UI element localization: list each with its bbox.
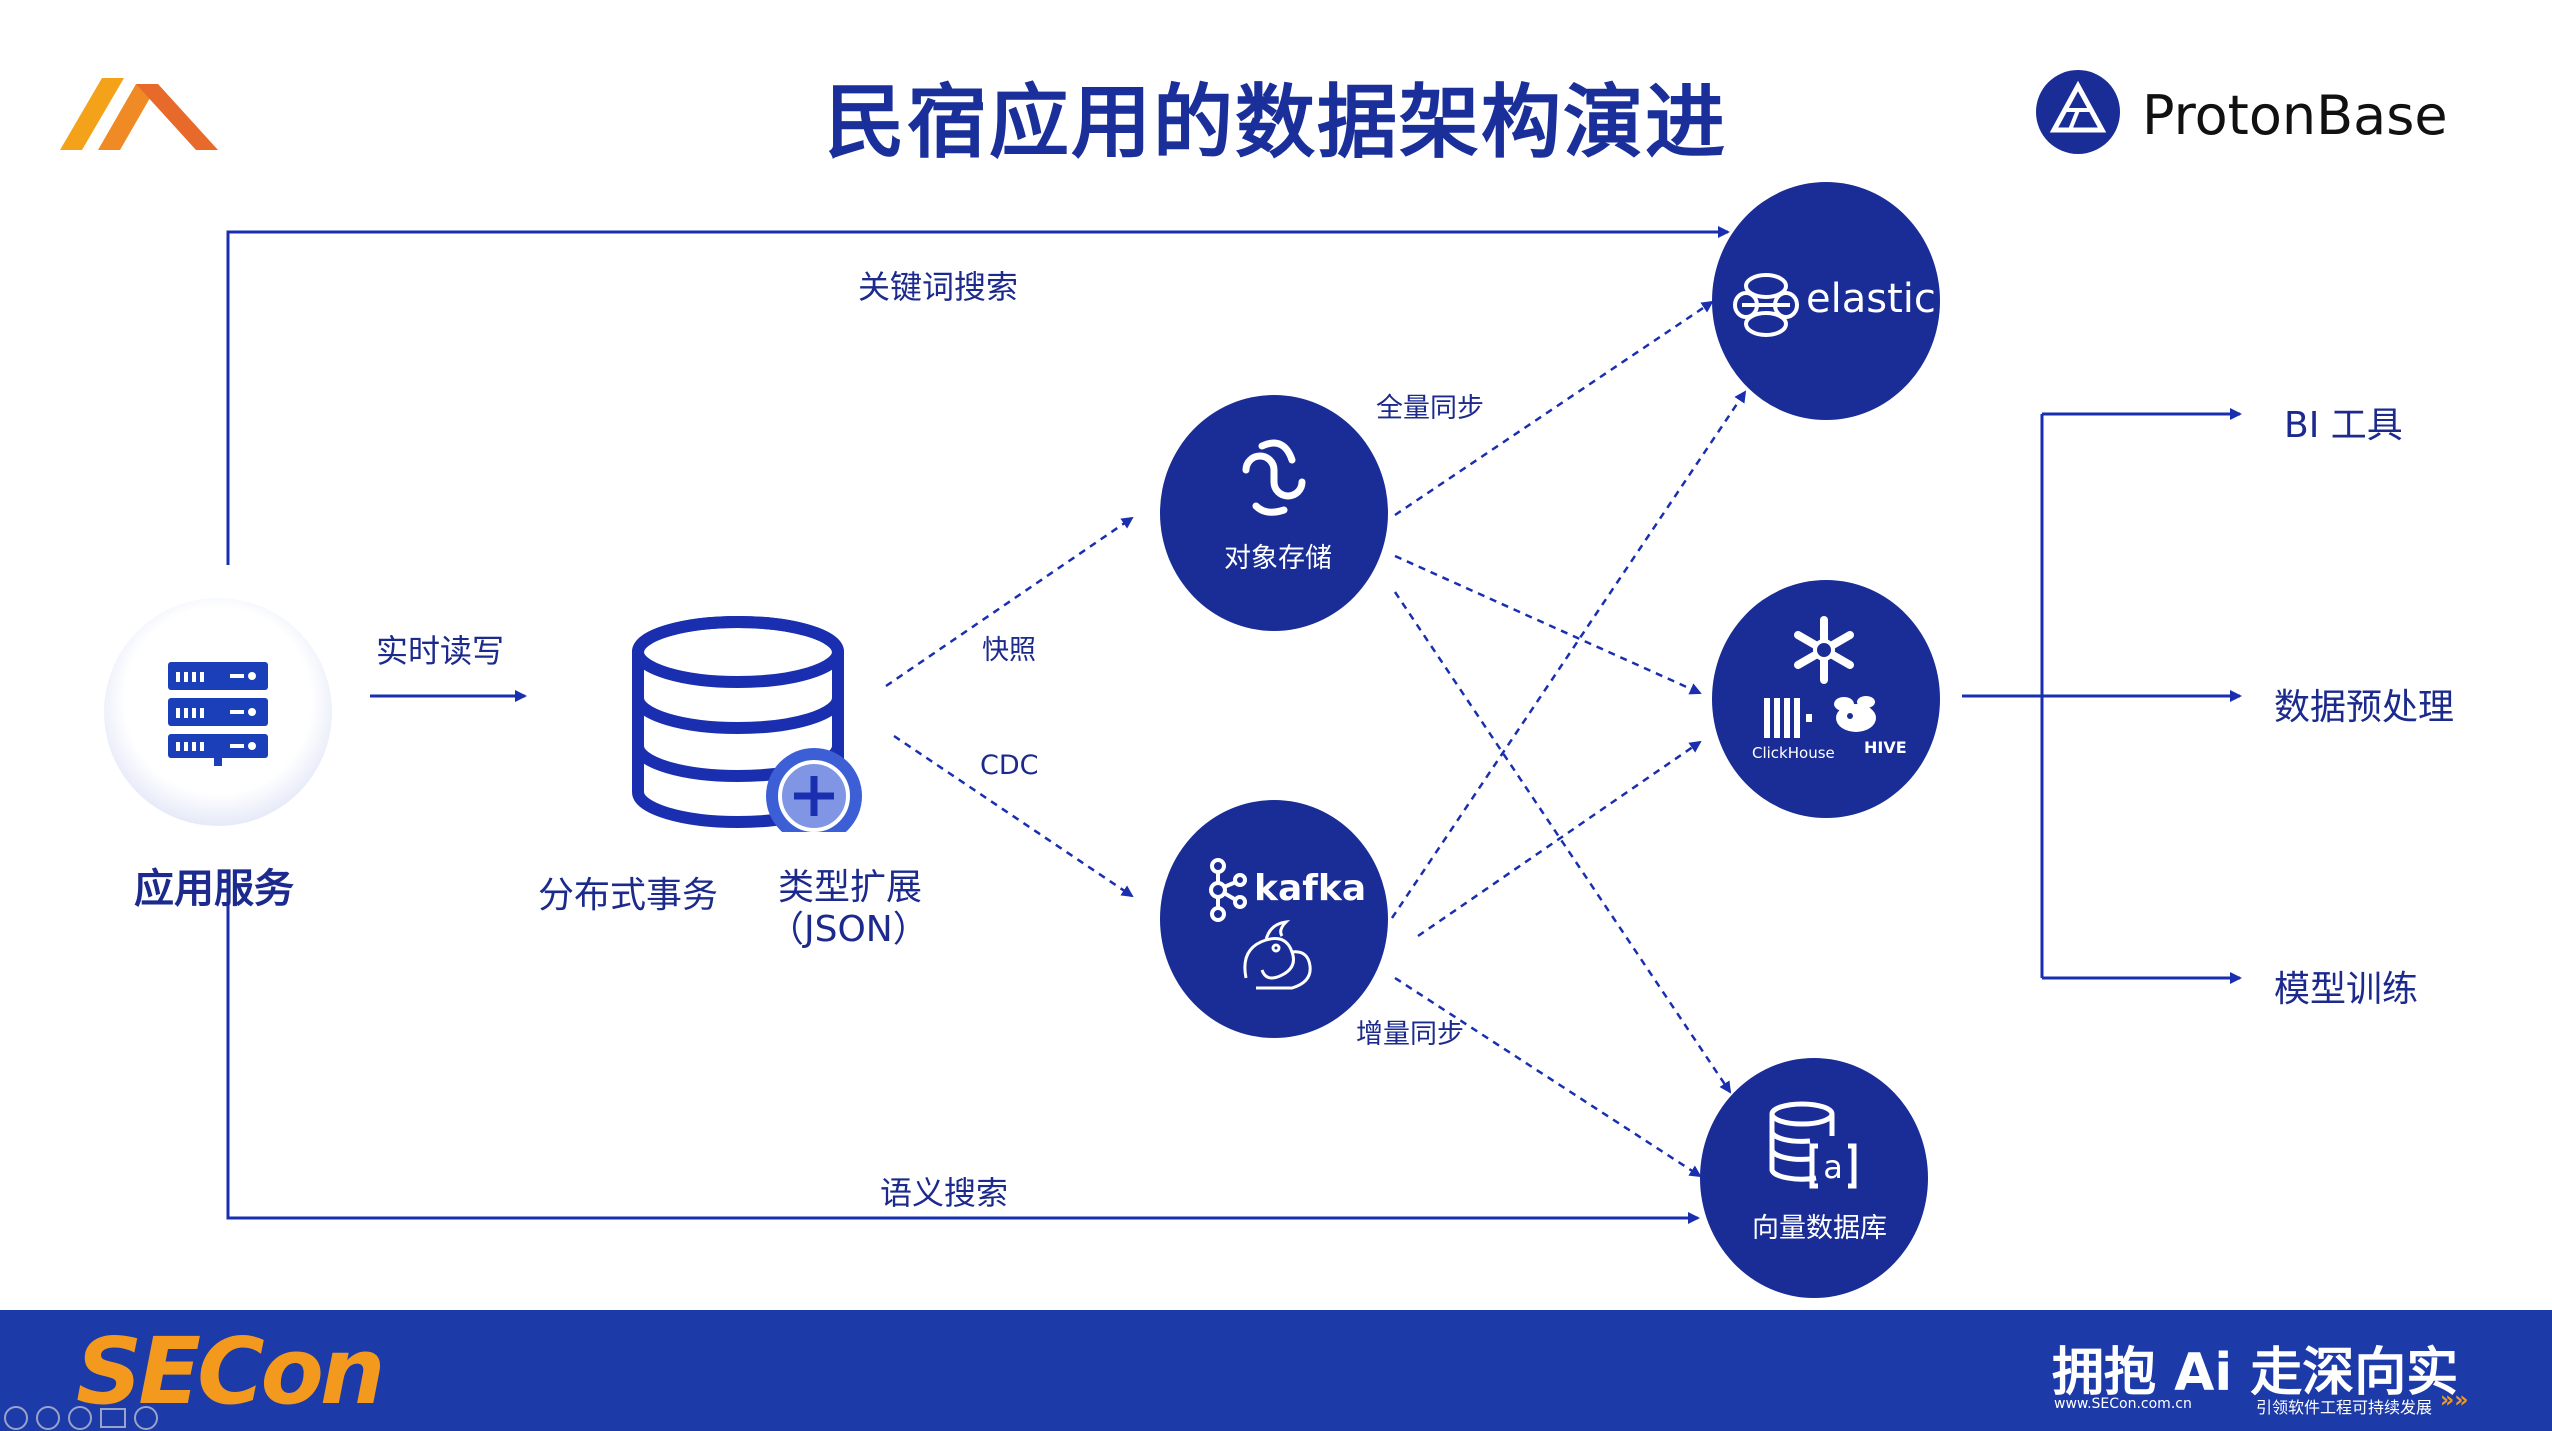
output-data-preprocessing: 数据预处理	[2274, 687, 2455, 728]
server-icon	[168, 662, 268, 766]
edge-semantic-search	[226, 905, 1700, 1224]
edge-snapshot	[885, 516, 1134, 688]
label-cdc: CDC	[980, 750, 1039, 781]
label-semantic-search: 语义搜索	[880, 1174, 1009, 1212]
hive-label: HIVE	[1864, 738, 1907, 757]
kafka-icon	[1209, 858, 1247, 922]
label-keyword-search: 关键词搜索	[858, 268, 1019, 306]
pen-icon[interactable]	[68, 1406, 92, 1430]
brand-name: ProtonBase	[2142, 84, 2448, 147]
footer-url: www.SECon.com.cn	[2054, 1396, 2192, 1412]
edge-incremental-sync	[1394, 976, 1702, 1178]
vector-db-label: 向量数据库	[1752, 1213, 1887, 1244]
svg-text:a: a	[1823, 1148, 1843, 1186]
label-incremental-sync: 增量同步	[1356, 1019, 1464, 1050]
hive-bee-icon	[1834, 696, 1876, 732]
label-realtime-rw: 实时读写	[376, 632, 505, 670]
kafka-node	[1160, 800, 1388, 1038]
elastic-icon	[1733, 273, 1799, 337]
page-title: 民宿应用的数据架构演进	[825, 76, 1727, 169]
company-logo	[60, 78, 218, 150]
snowflake-icon	[1794, 616, 1854, 684]
distributed-transaction-label: 分布式事务	[538, 875, 719, 916]
protonbase-logo-icon	[2036, 70, 2120, 154]
edge-keyword-search	[226, 226, 1730, 565]
flink-squirrel-icon	[1243, 919, 1312, 990]
screen-icon[interactable]	[100, 1408, 126, 1428]
type-extension-label: 类型扩展	[778, 867, 923, 908]
footer-subtitle: 引领软件工程可持续发展	[2256, 1398, 2433, 1417]
output-model-training: 模型训练	[2274, 969, 2419, 1010]
label-snapshot: 快照	[982, 635, 1036, 666]
edge-cdc	[893, 734, 1134, 898]
clickhouse-label: ClickHouse	[1752, 744, 1835, 762]
footer-slogan: 拥抱 Ai 走深向实	[2052, 1343, 2459, 1403]
clickhouse-icon	[1764, 698, 1812, 738]
kafka-label: kafka	[1254, 868, 1367, 909]
object-storage-label: 对象存储	[1224, 543, 1332, 574]
edge-full-sync	[1394, 300, 1714, 517]
vector-db-icon: a	[1769, 1101, 1857, 1189]
player-controls	[4, 1406, 158, 1430]
prev-slide-icon[interactable]	[4, 1406, 28, 1430]
database-icon	[632, 616, 862, 832]
secon-logo: SECon	[76, 1318, 385, 1425]
play-icon[interactable]	[36, 1406, 60, 1430]
output-bi-tools: BI 工具	[2284, 405, 2403, 446]
elastic-label: elastic	[1806, 276, 1936, 322]
app-service-label: 应用服务	[134, 866, 294, 912]
label-full-sync: 全量同步	[1376, 393, 1484, 424]
footer-chevrons-icon: »»	[2440, 1388, 2469, 1413]
type-extension-json-label: （JSON）	[768, 909, 929, 950]
object-storage-icon	[1242, 439, 1306, 516]
footer-bar	[0, 1310, 2552, 1431]
elastic-node	[1712, 182, 1940, 420]
more-icon[interactable]	[134, 1406, 158, 1430]
